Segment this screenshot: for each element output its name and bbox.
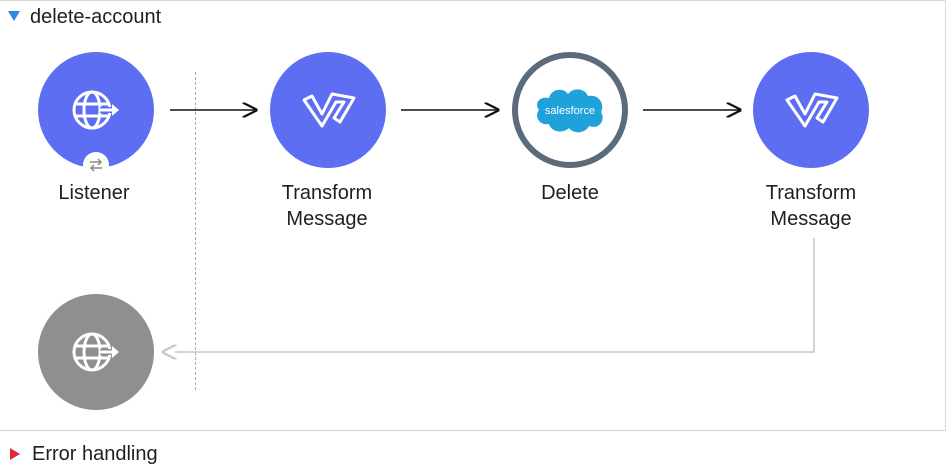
http-response-node[interactable] [38, 294, 154, 410]
swap-badge-icon [83, 152, 109, 178]
flow-header[interactable]: delete-account [8, 4, 161, 30]
response-return-line [175, 238, 815, 352]
flow-container [0, 0, 946, 431]
transform-label-line1: Transform [281, 182, 373, 204]
transform-message-label-2: Transform Message [741, 180, 881, 232]
source-divider [195, 72, 196, 390]
collapse-triangle-icon[interactable] [8, 10, 20, 21]
error-handling-section[interactable]: Error handling [10, 441, 158, 467]
transform-message-node-2[interactable] [753, 52, 869, 168]
dataweave-icon [785, 92, 839, 128]
error-handling-label: Error handling [32, 442, 158, 465]
transform-message-label-1: Transform Message [257, 180, 397, 232]
transform-label-line1: Transform [765, 182, 857, 204]
salesforce-logo-text: salesforce [545, 105, 595, 117]
expand-triangle-icon[interactable] [10, 448, 20, 460]
delete-label: Delete [541, 182, 599, 204]
transform-label-line2: Message [770, 208, 852, 230]
dataweave-icon [302, 92, 356, 128]
listener-node[interactable] [38, 52, 154, 168]
transform-message-node-1[interactable] [270, 52, 386, 168]
salesforce-delete-node[interactable]: salesforce [512, 52, 628, 168]
http-listener-icon [72, 90, 119, 130]
transform-label-line2: Message [286, 208, 368, 230]
listener-label: Listener [58, 182, 130, 204]
salesforce-icon: salesforce [537, 89, 603, 133]
flow-title: delete-account [30, 5, 162, 28]
http-response-icon [72, 332, 119, 372]
